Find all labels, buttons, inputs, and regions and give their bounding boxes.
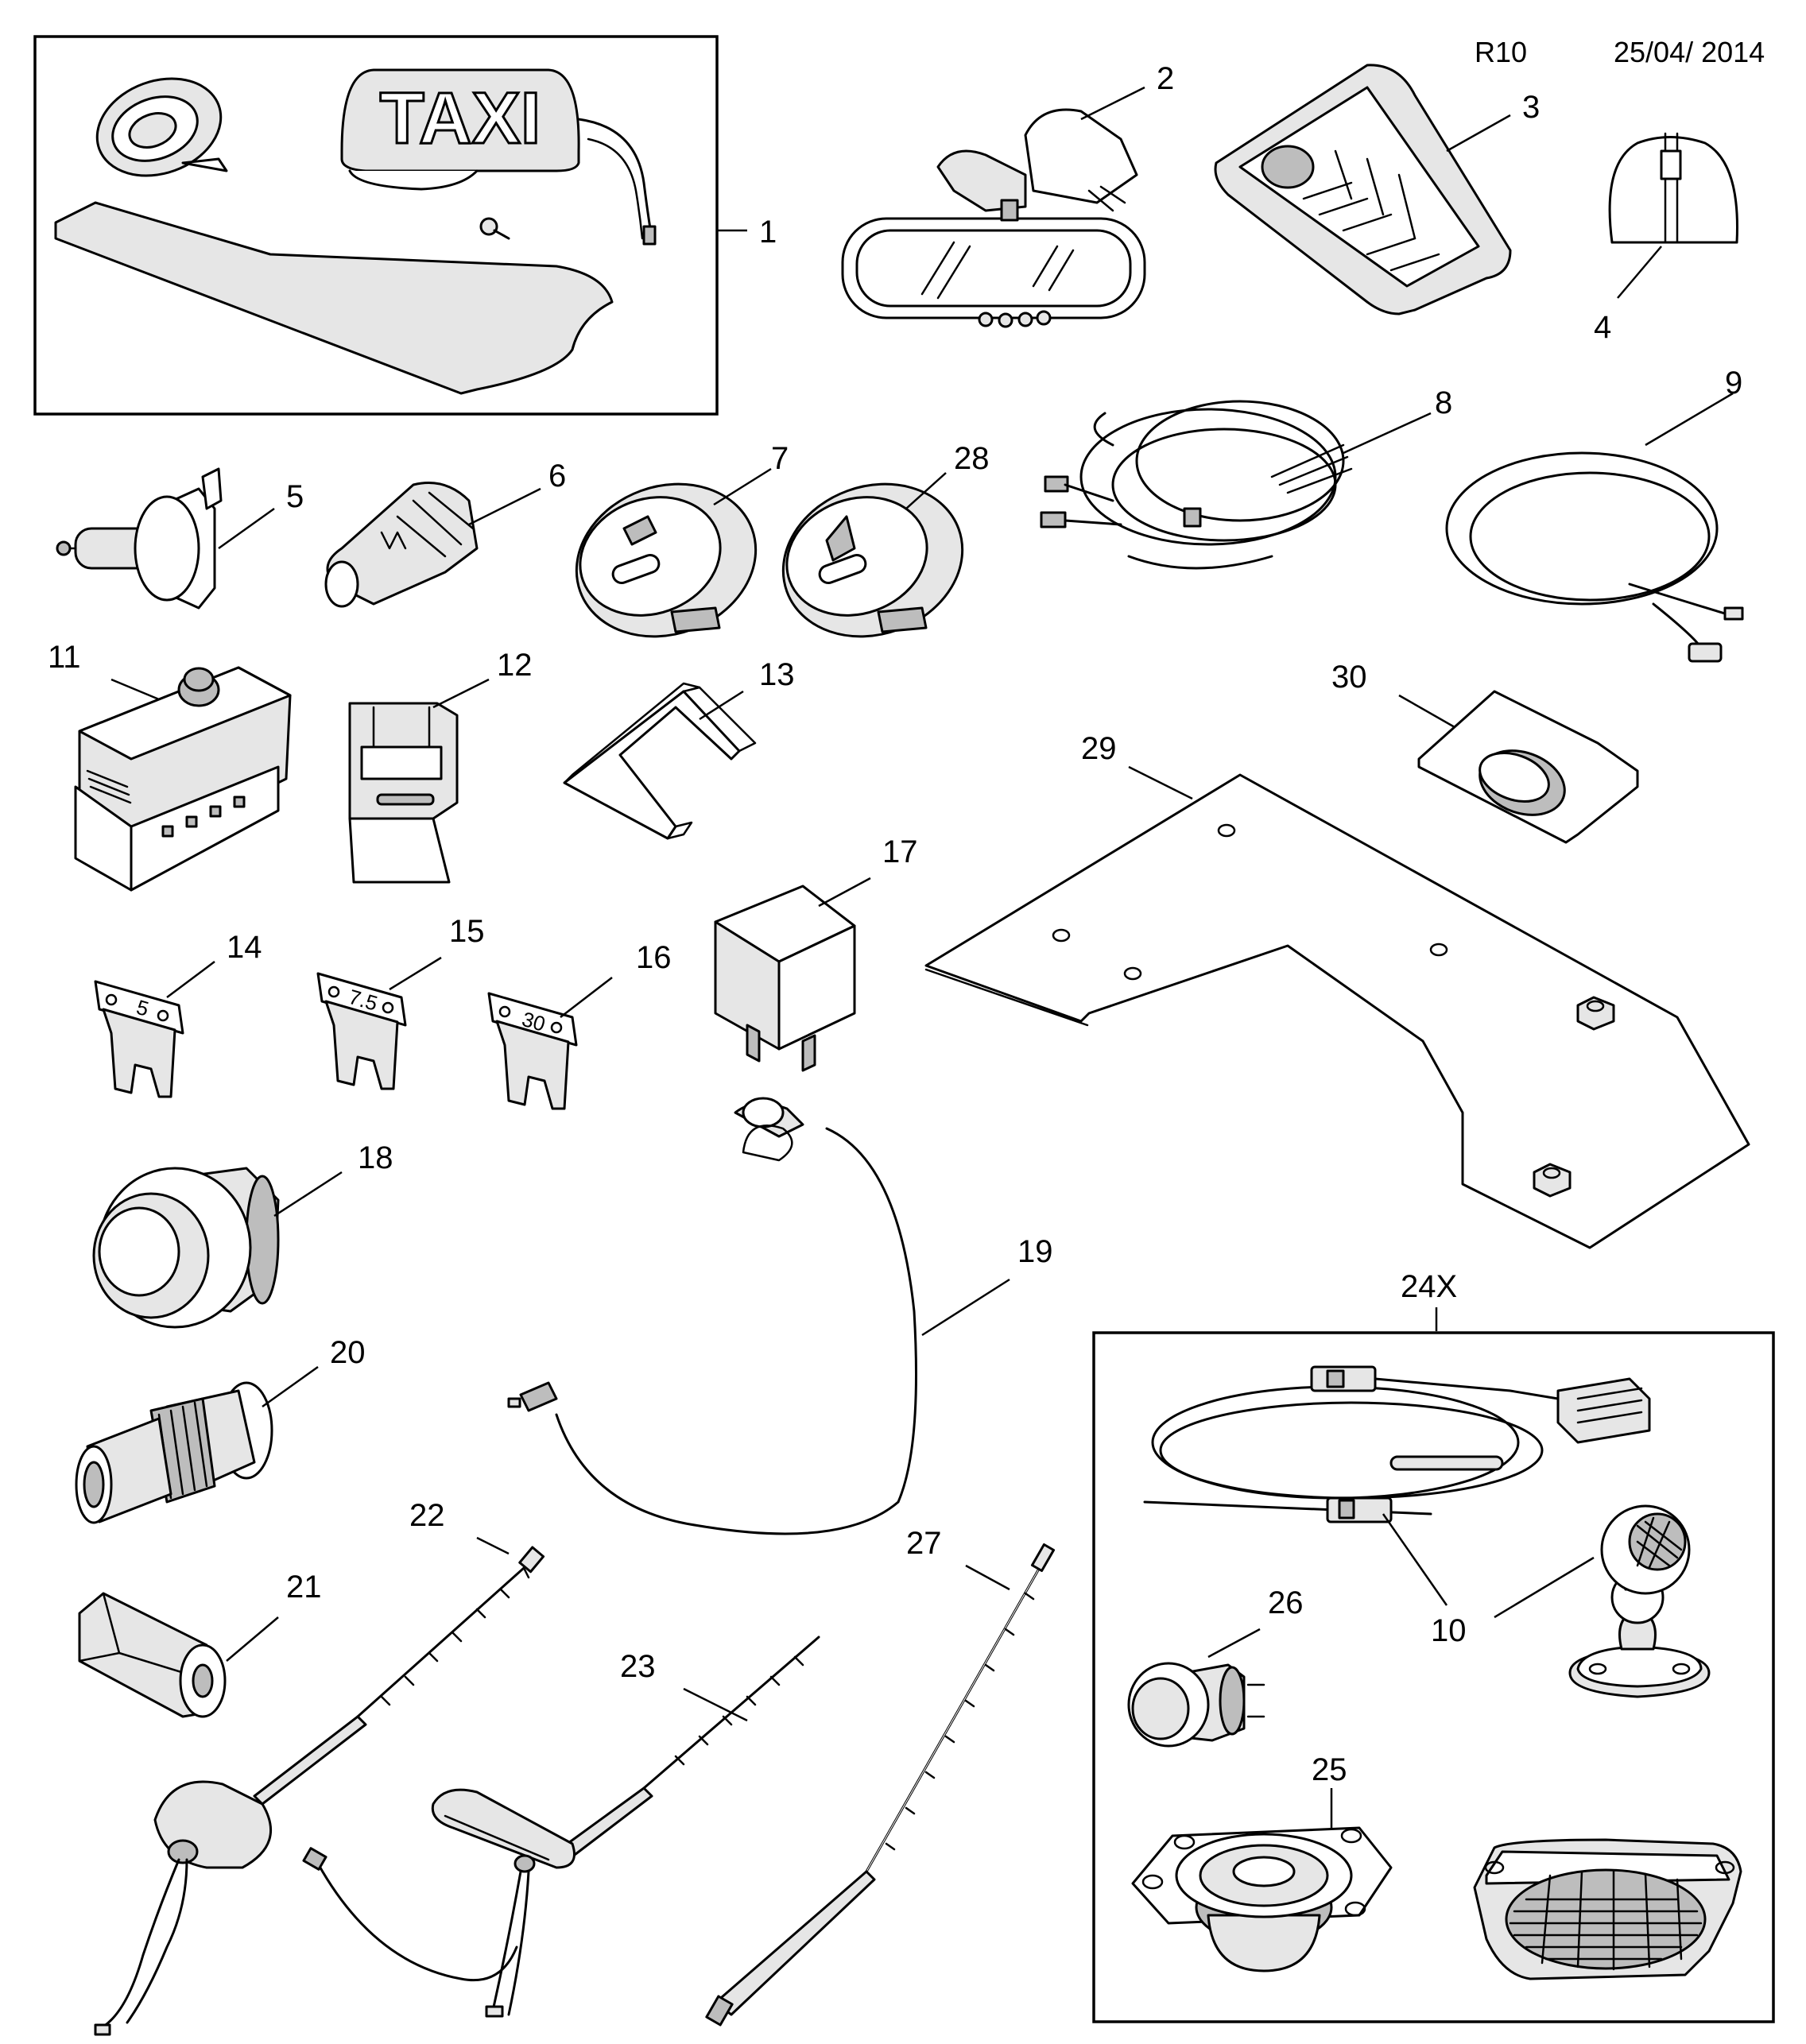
speaker-grille: [1473, 1838, 1742, 1980]
callout-13: 13: [759, 657, 795, 692]
revision-code: R10: [1475, 36, 1527, 68]
part-28-switch: [781, 482, 964, 638]
part-1-taxi-sign-kit: TAXI: [33, 35, 719, 416]
part-19-sensor-cable: [507, 1097, 917, 1535]
callout-17: 17: [882, 834, 918, 869]
part-23-antenna: [302, 1636, 820, 2018]
callout-2: 2: [1157, 61, 1174, 96]
callout-22: 22: [409, 1498, 445, 1533]
callout-23: 23: [620, 1649, 656, 1684]
part-11-fuse-box: [74, 666, 292, 892]
part-12-fuse-holder: [348, 702, 459, 884]
callout-29: 29: [1081, 731, 1117, 766]
callout-11: 11: [48, 640, 81, 675]
callout-25: 25: [1312, 1752, 1347, 1787]
callout-28: 28: [954, 441, 990, 476]
part-8-wiring-harness: [1040, 400, 1353, 570]
callout-16: 16: [636, 940, 672, 975]
callout-15: 15: [449, 914, 485, 949]
callout-7: 7: [771, 441, 789, 476]
callout-30: 30: [1331, 660, 1367, 695]
callout-12: 12: [497, 648, 533, 683]
kit-1-frame: [33, 35, 719, 416]
part-10-microphone: [1568, 1504, 1711, 1698]
part-15-fuse: 7.5: [316, 972, 407, 1090]
part-20-connector: [75, 1381, 273, 1524]
callout-6: 6: [548, 459, 566, 494]
mounting-mat: [54, 201, 614, 395]
part-22-antenna: [94, 1546, 545, 2036]
part-25-speaker: [1131, 1826, 1393, 1972]
part-30-bracket-plate: [1417, 690, 1639, 844]
callout-26: 26: [1268, 1585, 1304, 1620]
taxi-sign: TAXI: [340, 68, 657, 246]
callout-4: 4: [1594, 310, 1611, 345]
tape-roll: [95, 77, 228, 177]
part-2-rear-view-mirror: [841, 108, 1146, 328]
part-9-antenna-cable: [1445, 451, 1744, 663]
callout-20: 20: [330, 1335, 366, 1370]
part-29-mounting-plate: [924, 773, 1750, 1249]
callout-19: 19: [1017, 1234, 1053, 1269]
kit-24x-cable: [1143, 1365, 1651, 1523]
callout-1: 1: [759, 215, 777, 250]
part-21-cap: [78, 1592, 227, 1718]
callout-3: 3: [1522, 90, 1540, 125]
part-6-bulb-socket: [324, 482, 479, 608]
callout-21: 21: [286, 1570, 322, 1605]
callout-24x: 24X: [1401, 1269, 1457, 1304]
callout-8: 8: [1435, 385, 1452, 420]
revision-date: 25/04/ 2014: [1614, 36, 1765, 68]
screw: [479, 217, 510, 240]
callout-14: 14: [227, 930, 262, 965]
part-4-clip: [1608, 132, 1738, 244]
part-7-switch: [575, 482, 758, 638]
callout-27: 27: [906, 1526, 942, 1561]
part-14-fuse: 5: [94, 980, 184, 1098]
part-16-fuse: 30: [487, 992, 578, 1110]
part-3-mirror-cover: [1214, 64, 1512, 316]
callout-10: 10: [1431, 1613, 1467, 1648]
part-18-push-button: [92, 1167, 280, 1329]
part-5-halogen-bulb: [56, 467, 223, 610]
taxi-sign-lettering: TAXI: [380, 78, 541, 159]
part-13-clip: [563, 682, 757, 840]
part-17-relay: [714, 885, 856, 1072]
callout-9: 9: [1725, 366, 1742, 401]
callout-18: 18: [358, 1140, 393, 1175]
callout-5: 5: [286, 479, 304, 514]
part-26-button: [1127, 1662, 1265, 1748]
part-27-antenna-mast: [705, 1543, 1056, 2027]
kit-24x-frame: [1092, 1331, 1775, 2023]
